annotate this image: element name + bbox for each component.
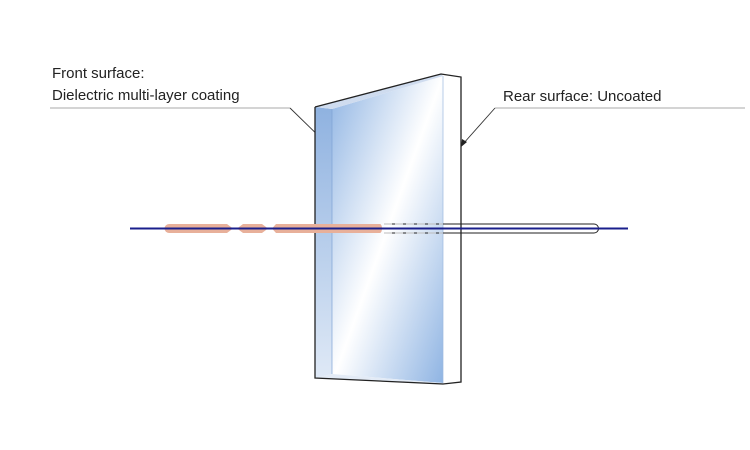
front-surface-title: Front surface: bbox=[52, 65, 145, 82]
arrowhead-icon bbox=[461, 139, 467, 147]
front-surface-detail: Dielectric multi-layer coating bbox=[52, 87, 240, 104]
rear-surface-label: Rear surface: Uncoated bbox=[503, 88, 662, 105]
rear-leader bbox=[461, 107, 745, 147]
